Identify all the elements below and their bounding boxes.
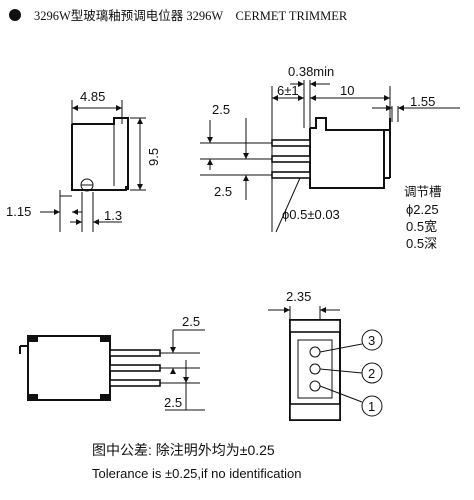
side-pitch-top-label: 2.5 — [212, 102, 230, 117]
bottom-pitch-bottom-label: 2.5 — [164, 395, 182, 410]
pin-width-label: 2.35 — [286, 289, 311, 304]
filled-circle-icon — [9, 9, 21, 21]
front-view: 4.85 9.5 1.15 1.3 — [6, 89, 161, 232]
side-view: 0.38min 6±1 10 1.55 — [200, 64, 460, 251]
side-knob-label: 1.55 — [410, 94, 435, 109]
side-body-length-label: 10 — [340, 83, 354, 98]
pin-view: 2.35 3 2 1 — [268, 289, 383, 421]
pin3-number: 3 — [368, 333, 375, 348]
tolerance-en: Tolerance is ±0.25,if no identification — [92, 466, 301, 481]
side-pin-diameter-label: ϕ0.5±0.03 — [282, 207, 340, 222]
pin1-icon — [309, 380, 321, 392]
side-slot-title: 调节槽 — [404, 185, 442, 199]
front-height-label: 9.5 — [146, 148, 161, 166]
pin3-icon — [309, 346, 321, 358]
front-offset-left-label: 1.15 — [6, 204, 31, 219]
side-clearance-label: 0.38min — [288, 64, 334, 79]
side-pin-length-label: 6±1 — [277, 83, 299, 98]
front-offset-pin-label: 1.3 — [104, 208, 122, 223]
pin1-number: 1 — [368, 399, 375, 414]
side-slot-width: 0.5宽 — [406, 219, 437, 234]
header-title: 3296W型玻璃釉预调电位器 3296W CERMET TRIMMER — [34, 8, 348, 23]
bottom-pitch-top-label: 2.5 — [182, 314, 200, 329]
bottom-view: 2.5 2.5 — [19, 314, 205, 411]
side-pitch-bottom-label: 2.5 — [214, 184, 232, 199]
pin2-icon — [309, 363, 321, 375]
side-slot-depth: 0.5深 — [406, 236, 437, 251]
front-width-label: 4.85 — [80, 89, 105, 104]
tolerance-cn: 图中公差: 除注明外均为±0.25 — [92, 442, 275, 458]
side-slot-diameter: ϕ2.25 — [406, 202, 439, 217]
pin2-number: 2 — [368, 366, 375, 381]
